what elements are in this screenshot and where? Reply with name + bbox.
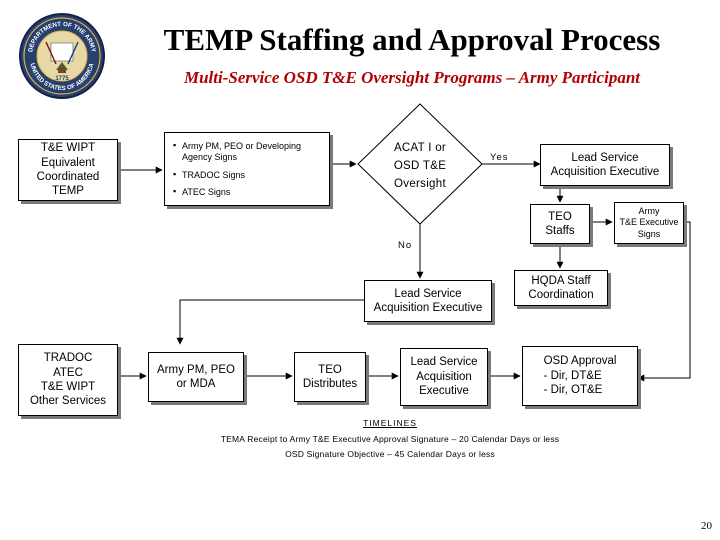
army-te-line-2: T&E Executive bbox=[619, 217, 679, 228]
lsae-bottom-line-1: Lead Service bbox=[410, 356, 478, 369]
lsae-bottom-line-2: Acquisition bbox=[416, 370, 472, 383]
pm-peo-line-2: or MDA bbox=[176, 378, 216, 390]
acat-line-3: Oversight bbox=[394, 177, 446, 190]
army-seal-logo: DEPARTMENT OF THE ARMY UNITED STATES OF … bbox=[19, 13, 105, 99]
osd-line-1: OSD Approval bbox=[543, 355, 617, 368]
te-wipt-line-2: Equivalent bbox=[41, 156, 95, 169]
te-wipt-line-4: TEMP bbox=[52, 185, 84, 198]
acat-line-2: OSD T&E bbox=[393, 159, 447, 172]
page-subtitle: Multi-Service OSD T&E Oversight Programs… bbox=[183, 68, 641, 87]
signs-box: Army PM, PEO or Developing Agency Signs … bbox=[164, 132, 330, 206]
army-te-line-1: Army bbox=[638, 206, 660, 217]
army-pm-peo-mda-box: Army PM, PEO or MDA bbox=[148, 352, 244, 402]
tradoc-line-1: TRADOC bbox=[43, 352, 93, 365]
signs-item-tradoc: TRADOC Signs bbox=[173, 168, 323, 181]
lead-service-acq-exec-top: Lead Service Acquisition Executive bbox=[540, 144, 670, 186]
tradoc-line-3: T&E WIPT bbox=[40, 381, 96, 393]
army-te-exec-signs-box: Army T&E Executive Signs bbox=[614, 202, 684, 244]
page-number: 20 bbox=[701, 520, 712, 532]
page-title: TEMP Staffing and Approval Process bbox=[163, 22, 661, 57]
te-wipt-box: T&E WIPT Equivalent Coordinated TEMP bbox=[18, 139, 118, 201]
signs-item-atec: ATEC Signs bbox=[173, 186, 323, 198]
osd-line-3: - Dir, OT&E bbox=[543, 384, 603, 397]
seal-year: 1775 bbox=[55, 76, 69, 82]
hqda-line-2: Coordination bbox=[528, 289, 594, 301]
te-wipt-line-3: Coordinated bbox=[36, 171, 100, 183]
lsae-top-line-2: Acquisition Executive bbox=[550, 166, 660, 178]
tradoc-line-2: ATEC bbox=[53, 366, 83, 379]
teo-distributes-box: TEO Distributes bbox=[294, 352, 366, 402]
te-wipt-line-1: T&E WIPT bbox=[40, 142, 96, 155]
teo-staffs-line-2: Staffs bbox=[545, 225, 575, 237]
lsae-top-line-1: Lead Service bbox=[571, 151, 639, 164]
tradoc-line-4: Other Services bbox=[29, 395, 107, 408]
lsae-bottom-line-3: Executive bbox=[419, 385, 469, 398]
tradoc-atec-group-box: TRADOC ATEC T&E WIPT Other Services bbox=[18, 344, 118, 416]
lead-service-acq-exec-mid: Lead Service Acquisition Executive bbox=[364, 280, 492, 322]
pm-peo-line-1: Army PM, PEO bbox=[157, 363, 235, 376]
yes-label: Yes bbox=[490, 152, 509, 163]
osd-line-2: - Dir, DT&E bbox=[543, 369, 602, 382]
hqda-staff-coordination-box: HQDA Staff Coordination bbox=[514, 270, 608, 306]
acat-decision-label: ACAT I or OSD T&E Oversight bbox=[372, 140, 468, 193]
army-te-line-3: Signs bbox=[637, 228, 661, 239]
timelines-line-2: OSD Signature Objective – 45 Calendar Da… bbox=[285, 449, 495, 460]
teo-dist-line-1: TEO bbox=[318, 363, 342, 376]
timelines-heading: TIMELINES bbox=[363, 418, 417, 428]
teo-staffs-box: TEO Staffs bbox=[530, 204, 590, 244]
teo-dist-line-2: Distributes bbox=[302, 378, 358, 390]
timelines-section: TIMELINES TEMA Receipt to Army T&E Execu… bbox=[140, 416, 640, 463]
lsae-mid-line-1: Lead Service bbox=[394, 287, 462, 300]
hqda-line-1: HQDA Staff bbox=[531, 274, 591, 287]
lsae-mid-line-2: Acquisition Executive bbox=[373, 302, 483, 314]
osd-approval-box: OSD Approval - Dir, DT&E - Dir, OT&E bbox=[522, 346, 638, 406]
signs-item-pm-peo: Army PM, PEO or Developing Agency Signs bbox=[173, 140, 323, 164]
no-label: No bbox=[398, 240, 413, 251]
lead-service-acq-exec-bottom: Lead Service Acquisition Executive bbox=[400, 348, 488, 406]
acat-line-1: ACAT I or bbox=[393, 142, 447, 154]
teo-staffs-line-1: TEO bbox=[548, 210, 572, 223]
timelines-line-1: TEMA Receipt to Army T&E Executive Appro… bbox=[220, 433, 560, 444]
